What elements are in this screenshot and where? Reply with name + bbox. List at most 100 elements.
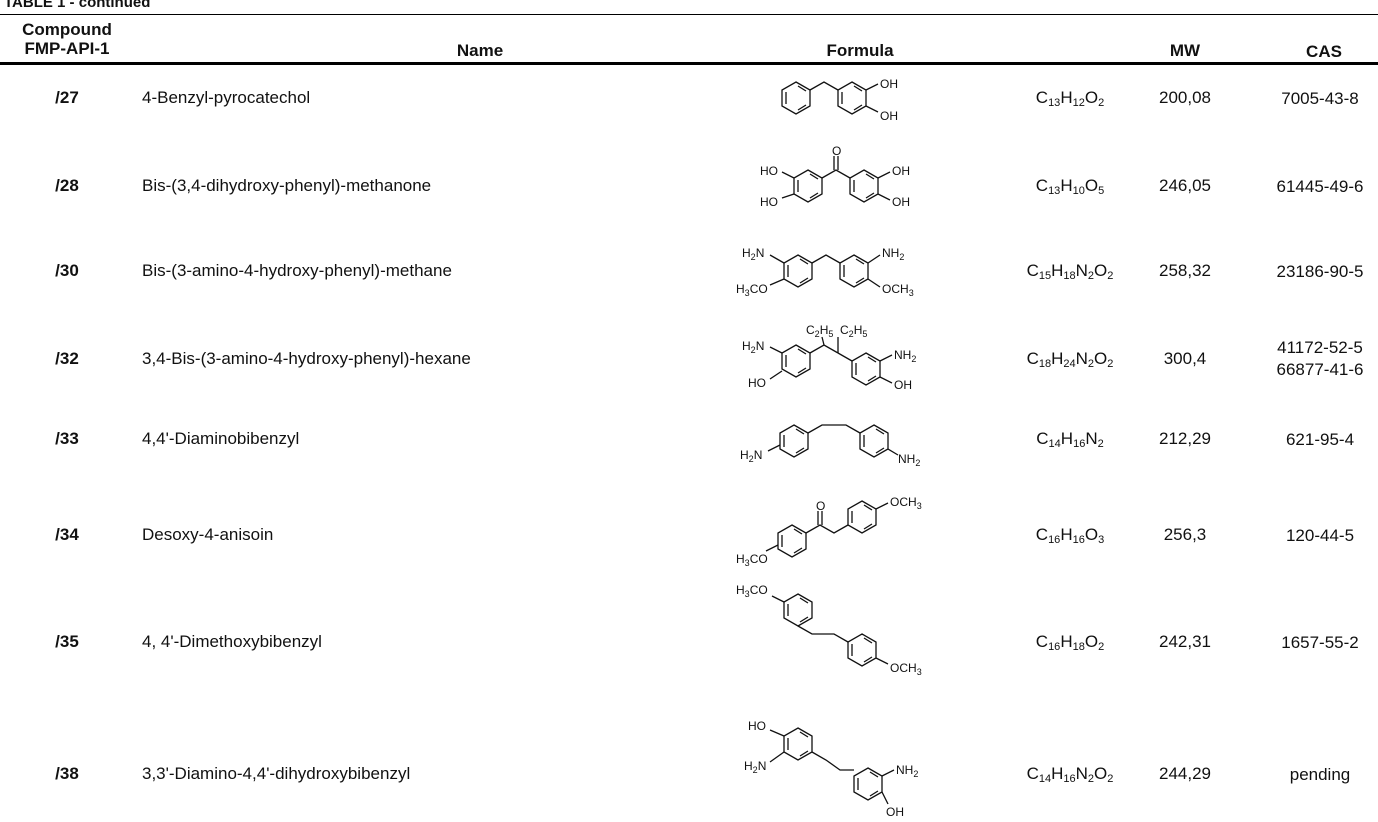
structure-label: H2N bbox=[742, 246, 764, 262]
compound-name: Desoxy-4-anisoin bbox=[142, 525, 274, 544]
formula-element: H bbox=[1051, 764, 1064, 783]
molecular-formula: C14H16N2O2 bbox=[1000, 764, 1140, 785]
formula-element: O bbox=[1094, 764, 1108, 783]
cas-number: 61445-49-6 bbox=[1276, 177, 1364, 196]
compound-id: /33 bbox=[55, 429, 79, 448]
molecular-weight: 212,29 bbox=[1159, 429, 1211, 448]
compound-name: 3,3'-Diamino-4,4'-dihydroxybibenzyl bbox=[142, 764, 411, 783]
cas-number: pending bbox=[1289, 765, 1351, 784]
structure-label: NH2 bbox=[896, 763, 918, 779]
cas-number: 7005-43-8 bbox=[1281, 89, 1359, 108]
formula-subscript: 14 bbox=[1048, 438, 1061, 450]
compound-id: /34 bbox=[55, 525, 79, 544]
top-rule bbox=[0, 14, 1378, 15]
formula-element: C bbox=[1026, 764, 1039, 783]
formula-element: N bbox=[1075, 349, 1088, 368]
formula-element: C bbox=[1026, 261, 1039, 280]
formula-element: H bbox=[1060, 429, 1074, 448]
molecular-weight: 242,31 bbox=[1159, 632, 1211, 651]
structure-label: NH2 bbox=[882, 246, 904, 262]
molecular-weight: 256,3 bbox=[1163, 525, 1207, 544]
formula-subscript: 5 bbox=[1098, 185, 1105, 197]
structure-label: H2N bbox=[742, 339, 764, 355]
structure-label: HO bbox=[748, 719, 766, 733]
formula-subscript: 13 bbox=[1048, 97, 1061, 109]
formula-subscript: 2 bbox=[1098, 97, 1105, 109]
structure-label: C2H5 bbox=[806, 323, 833, 339]
structure-image: O HO HO OH OH bbox=[760, 144, 910, 209]
structure-label: OCH3 bbox=[890, 661, 922, 677]
header-rule bbox=[0, 62, 1378, 65]
structure-image: HO H2N NH2 OH bbox=[744, 719, 918, 819]
compound-name: Bis-(3-amino-4-hydroxy-phenyl)-methane bbox=[142, 261, 452, 280]
structure-label: HO bbox=[748, 376, 766, 390]
formula-element: H bbox=[1060, 176, 1073, 195]
compound-id: /32 bbox=[55, 349, 79, 368]
compound-name: Bis-(3,4-dihydroxy-phenyl)-methanone bbox=[142, 176, 432, 195]
formula-element: H bbox=[1060, 525, 1073, 544]
structure-label: H3CO bbox=[736, 282, 768, 298]
formula-subscript: 13 bbox=[1048, 185, 1061, 197]
structure-label: NH2 bbox=[894, 348, 916, 364]
table-caption: TABLE 1 - continued bbox=[4, 0, 151, 11]
structure-label: O bbox=[832, 144, 841, 158]
molecular-weight: 258,32 bbox=[1159, 261, 1211, 280]
formula-element: C bbox=[1035, 525, 1049, 544]
formula-subscript: 16 bbox=[1048, 534, 1061, 546]
formula-element: C bbox=[1035, 88, 1049, 107]
compound-id: /30 bbox=[55, 261, 79, 280]
header-formula: Formula bbox=[826, 41, 894, 60]
formula-element: H bbox=[1060, 632, 1073, 651]
structure-label: H2N bbox=[740, 448, 762, 464]
cas-number: 621-95-4 bbox=[1285, 430, 1355, 449]
structure-label: OH bbox=[886, 805, 904, 819]
structure-label: H3CO bbox=[736, 583, 768, 599]
molecular-formula: C13H10O5 bbox=[1000, 176, 1140, 197]
structure-label: H2N bbox=[744, 759, 766, 775]
formula-subscript: 2 bbox=[1107, 773, 1114, 785]
formula-element: N bbox=[1085, 429, 1098, 448]
cas-number-1: 41172-52-5 bbox=[1277, 338, 1363, 357]
structure-label: OH bbox=[894, 378, 912, 392]
compound-name: 4, 4'-Dimethoxybibenzyl bbox=[142, 632, 322, 651]
formula-subscript: 15 bbox=[1038, 270, 1052, 282]
formula-element: O bbox=[1084, 176, 1099, 195]
compound-name: 3,4-Bis-(3-amino-4-hydroxy-phenyl)-hexan… bbox=[142, 349, 471, 368]
structure-label: OCH3 bbox=[882, 282, 914, 298]
formula-element: H bbox=[1051, 261, 1064, 280]
molecular-weight: 244,29 bbox=[1159, 764, 1211, 783]
formula-element: C bbox=[1036, 429, 1049, 448]
molecular-formula: C13H12O2 bbox=[1000, 88, 1140, 109]
molecular-formula: C16H16O3 bbox=[1000, 525, 1140, 546]
molecular-formula: C14H16N2 bbox=[1000, 429, 1140, 450]
formula-element: O bbox=[1084, 632, 1099, 651]
structure-image: H2N H3CO NH2 OCH3 bbox=[736, 246, 914, 298]
formula-element: O bbox=[1084, 525, 1099, 544]
compound-name: 4,4'-Diaminobibenzyl bbox=[142, 429, 300, 448]
formula-subscript: 14 bbox=[1038, 773, 1052, 785]
formula-element: C bbox=[1035, 632, 1049, 651]
formula-element: O bbox=[1094, 261, 1108, 280]
formula-subscript: 18 bbox=[1063, 270, 1076, 282]
molecular-weight: 246,05 bbox=[1159, 176, 1211, 195]
formula-subscript: 24 bbox=[1063, 358, 1076, 370]
structure-label: OH bbox=[880, 109, 898, 123]
formula-subscript: 3 bbox=[1098, 534, 1105, 546]
structure-label: O bbox=[816, 499, 825, 513]
formula-subscript: 2 bbox=[1087, 358, 1095, 370]
structure-label: OH bbox=[892, 195, 910, 209]
header-compound-line1: Compound bbox=[22, 20, 112, 39]
structure-image: H3CO OCH3 bbox=[736, 583, 922, 677]
molecular-formula: C18H24N2O2 bbox=[1000, 349, 1140, 370]
molecular-formula: C15H18N2O2 bbox=[1000, 261, 1140, 282]
cas-number: 1657-55-2 bbox=[1281, 633, 1359, 652]
formula-element: N bbox=[1075, 764, 1088, 783]
compound-id: /28 bbox=[55, 176, 79, 195]
formula-element: C bbox=[1035, 176, 1049, 195]
formula-element: C bbox=[1026, 349, 1039, 368]
cas-number: 23186-90-5 bbox=[1276, 262, 1364, 281]
formula-element: H bbox=[1060, 88, 1073, 107]
structure-image: H2N NH2 bbox=[740, 424, 920, 468]
structure-label: HO bbox=[760, 164, 778, 178]
header-cas: CAS bbox=[1306, 42, 1342, 61]
